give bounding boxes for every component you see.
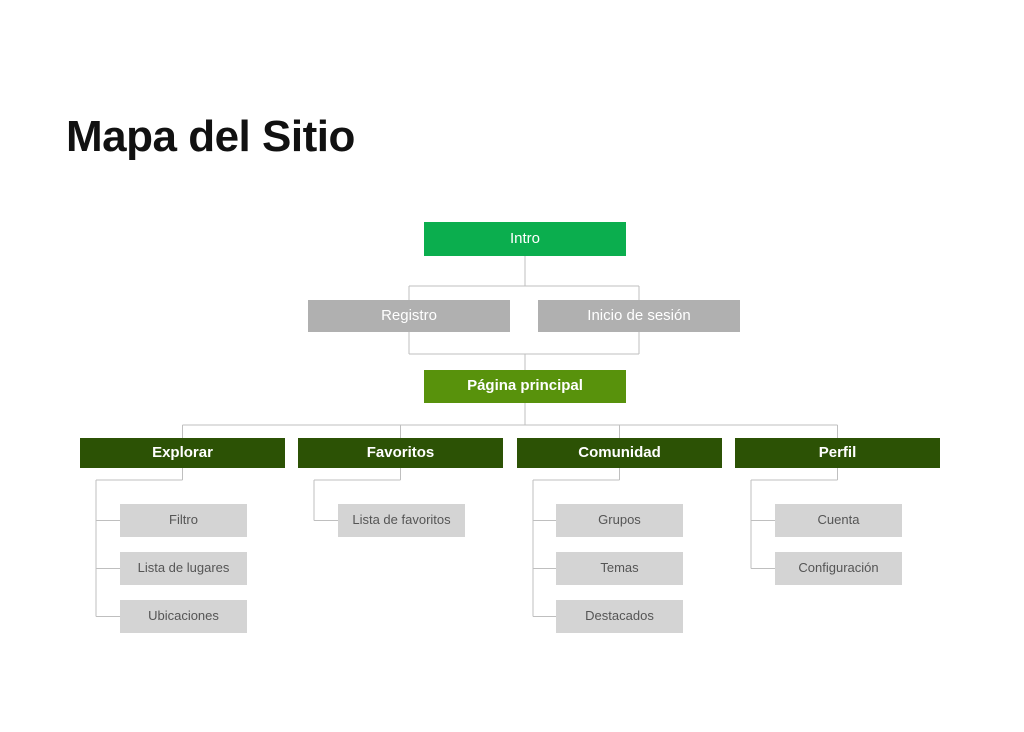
node-cuenta[interactable]: Cuenta (775, 504, 902, 537)
page-title: Mapa del Sitio (66, 112, 355, 161)
node-label: Cuenta (817, 512, 860, 528)
node-temas[interactable]: Temas (556, 552, 683, 585)
node-filtro[interactable]: Filtro (120, 504, 247, 537)
node-label: Temas (600, 560, 639, 576)
node-ubicaciones[interactable]: Ubicaciones (120, 600, 247, 633)
node-label: Filtro (169, 512, 198, 528)
node-label: Perfil (818, 443, 857, 461)
node-intro[interactable]: Intro (424, 222, 626, 256)
node-label: Registro (381, 306, 437, 324)
node-label: Grupos (598, 512, 641, 528)
node-label: Página principal (467, 377, 583, 395)
node-label: Lista de lugares (137, 560, 230, 576)
node-label: Intro (509, 229, 540, 247)
node-label: Inicio de sesión (587, 306, 691, 324)
node-destacados[interactable]: Destacados (556, 600, 683, 633)
node-label: Ubicaciones (148, 608, 219, 624)
node-lista-favoritos[interactable]: Lista de favoritos (338, 504, 465, 537)
node-perfil[interactable]: Perfil (735, 438, 940, 468)
node-label: Comunidad (578, 443, 661, 461)
node-label: Destacados (585, 608, 654, 624)
node-label: Configuración (798, 560, 879, 576)
node-lista-lugares[interactable]: Lista de lugares (120, 552, 247, 585)
node-inicio[interactable]: Inicio de sesión (538, 300, 740, 332)
node-explorar[interactable]: Explorar (80, 438, 285, 468)
node-home[interactable]: Página principal (424, 370, 626, 403)
node-favoritos[interactable]: Favoritos (298, 438, 503, 468)
node-comunidad[interactable]: Comunidad (517, 438, 722, 468)
node-label: Explorar (152, 443, 213, 461)
node-label: Favoritos (366, 443, 435, 461)
node-label: Lista de favoritos (352, 512, 451, 528)
node-configuracion[interactable]: Configuración (775, 552, 902, 585)
node-registro[interactable]: Registro (308, 300, 510, 332)
node-grupos[interactable]: Grupos (556, 504, 683, 537)
